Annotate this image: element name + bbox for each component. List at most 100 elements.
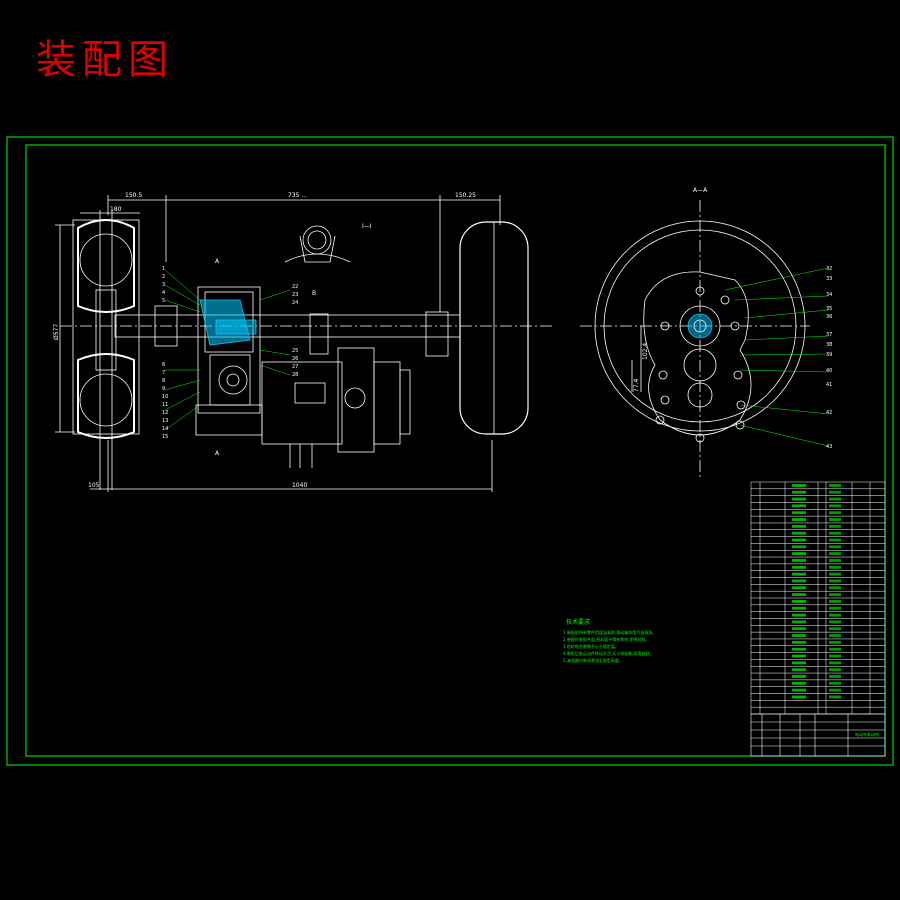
parts-list-entry	[829, 545, 841, 549]
callout-37: 37	[826, 332, 832, 338]
parts-list-entry	[829, 600, 841, 603]
main-view	[55, 195, 555, 492]
parts-list-entry	[829, 586, 841, 590]
parts-list-entry	[792, 688, 806, 692]
parts-list-entry	[792, 572, 806, 576]
parts-list-entry	[829, 484, 841, 487]
section-mark-a-top: A	[215, 258, 220, 265]
parts-list-entry	[829, 552, 841, 556]
callout-25: 25	[292, 348, 298, 354]
callout-24: 24	[292, 300, 298, 306]
parts-list-entry	[792, 681, 806, 685]
parts-list-entry	[792, 531, 806, 535]
parts-list-entry	[829, 565, 841, 569]
parts-list-entry	[829, 668, 841, 672]
callout-9: 9	[162, 386, 165, 392]
parts-list-entry	[792, 524, 806, 528]
side-view-label: A—A	[693, 187, 708, 194]
parts-list-entry	[792, 654, 806, 658]
callout-33: 33	[826, 276, 832, 282]
parts-list-entry	[829, 490, 841, 494]
technical-notes: 技术要求 1.装配前所有零件用煤油清洗,滚动轴承用汽油清洗。 2.装配时各配合面…	[563, 618, 656, 663]
parts-list-entry	[792, 647, 806, 651]
callout-35: 35	[826, 306, 832, 312]
note-line-2: 2.装配时各配合面,密封面不得有划伤,涂密封胶。	[563, 636, 649, 642]
inner-frame	[25, 144, 886, 757]
callout-11: 11	[162, 402, 168, 408]
callout-39: 39	[826, 352, 832, 358]
callout-36: 36	[826, 314, 832, 320]
note-line-3: 3.齿轮啮合侧隙不小于规定值。	[563, 643, 619, 649]
title-block-name: 电动车驱动桥	[855, 731, 879, 737]
callout-42: 42	[826, 410, 832, 416]
section-mark-a-bottom: A	[215, 450, 220, 457]
parts-list-entry	[792, 552, 806, 556]
side-callouts: 32 33 34 35 36 37 38 39 40 41 42 43	[826, 266, 832, 450]
leader-lines	[164, 269, 291, 431]
parts-list-entry	[829, 518, 841, 521]
parts-list-entry	[829, 634, 841, 637]
note-line-1: 1.装配前所有零件用煤油清洗,滚动轴承用汽油清洗。	[563, 629, 656, 635]
dim-side-2: 77.4	[633, 378, 640, 392]
parts-list-entry	[792, 613, 806, 617]
callout-23: 23	[292, 292, 298, 298]
parts-list-entry	[829, 504, 841, 508]
parts-list-entry	[829, 613, 841, 617]
callout-6: 6	[162, 362, 165, 368]
callout-41: 41	[826, 382, 832, 388]
notes-heading: 技术要求	[566, 618, 590, 626]
parts-list-entry	[829, 627, 841, 631]
callout-43: 43	[826, 444, 832, 450]
dim-side-1: 102.4	[642, 343, 649, 360]
parts-list-entry	[829, 579, 841, 583]
parts-list-entry	[829, 497, 841, 501]
right-callouts: 22 23 24 25 26 27 28	[292, 284, 298, 378]
dim-top-mid: 735 ...	[288, 192, 307, 199]
parts-list-entry	[829, 688, 841, 692]
parts-list-entry	[792, 600, 806, 603]
parts-list-entry	[829, 620, 841, 624]
parts-list-entry	[792, 565, 806, 569]
parts-list-entry	[829, 531, 841, 535]
callout-40: 40	[826, 368, 832, 374]
parts-list-entry	[792, 661, 806, 665]
parts-list-entry	[829, 661, 841, 665]
outer-frame	[6, 136, 894, 766]
parts-list-entry	[792, 668, 806, 672]
parts-list-entry	[792, 490, 806, 494]
left-callouts: 1 2 3 4 5 6 7 8 9 10 11 12 13 14 15	[162, 266, 168, 440]
callout-7: 7	[162, 370, 165, 376]
right-tire	[459, 221, 529, 435]
parts-list-entry	[792, 511, 806, 515]
parts-list-entry	[792, 504, 806, 508]
parts-list-entry	[792, 579, 806, 583]
side-leader-lines	[724, 267, 829, 447]
parts-list-entry	[792, 593, 806, 596]
parts-list-entry	[829, 559, 841, 562]
callout-12: 12	[162, 410, 168, 416]
callout-2: 2	[162, 274, 165, 280]
parts-list	[750, 481, 886, 715]
parts-list-entry	[829, 606, 841, 610]
callout-10: 10	[162, 394, 168, 400]
note-line-4: 4.装配后各运动件转动灵活,无卡滞现象,润滑良好。	[563, 650, 653, 656]
parts-list-entry	[792, 695, 806, 699]
parts-list-entry	[792, 675, 806, 678]
parts-list-entry	[792, 538, 806, 542]
parts-list-entry	[792, 634, 806, 637]
parts-list-entry	[792, 545, 806, 549]
dim-top-left: 150.5	[125, 192, 142, 199]
parts-list-entry	[792, 497, 806, 501]
parts-list-entry	[792, 586, 806, 590]
parts-list-entry	[829, 572, 841, 576]
section-view-label: I—I	[362, 223, 372, 230]
callout-14: 14	[162, 426, 168, 432]
callout-5: 5	[162, 298, 165, 304]
parts-list-entry	[792, 484, 806, 487]
callout-27: 27	[292, 364, 298, 370]
parts-list-entry	[829, 538, 841, 542]
left-tire	[72, 210, 140, 490]
section-mark-b: B	[312, 290, 316, 297]
parts-list-entry	[792, 640, 806, 644]
